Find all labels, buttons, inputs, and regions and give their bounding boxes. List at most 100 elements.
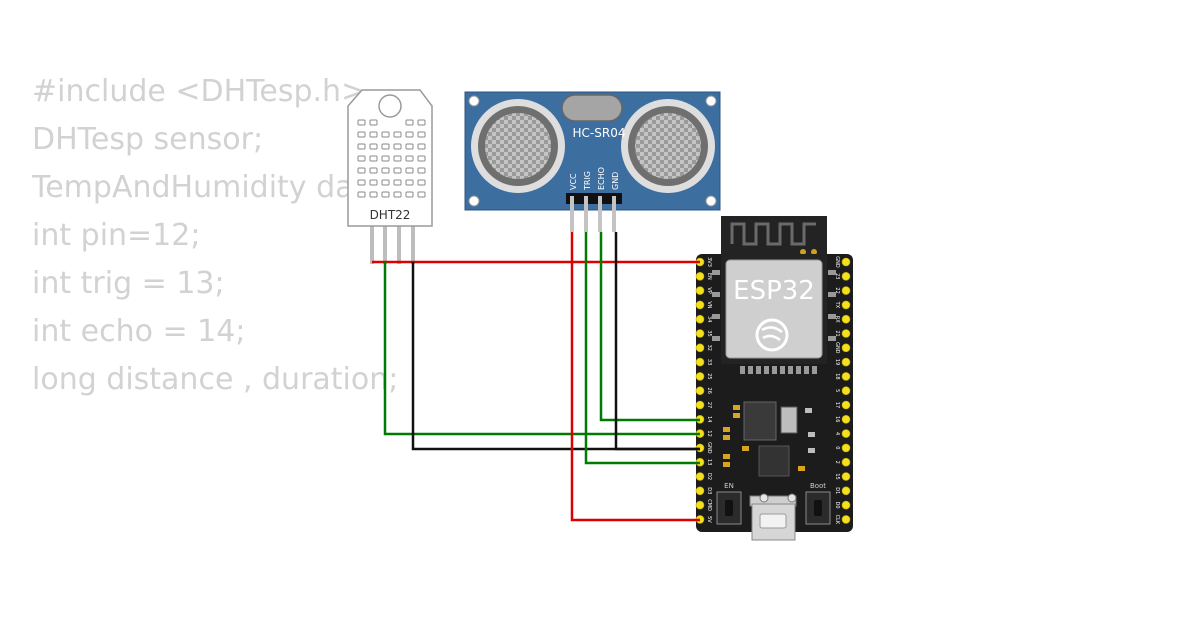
code-line: int pin=12; — [32, 218, 201, 253]
dht22-sensor[interactable]: DHT22 — [347, 89, 433, 264]
espressif-logo-icon — [755, 318, 789, 352]
dht22-mount-hole — [378, 94, 402, 118]
wire-hcsr04-trig[interactable] — [584, 232, 700, 465]
esp32-pin-label: 5V — [706, 516, 712, 523]
esp32-pin[interactable] — [841, 300, 851, 310]
wire-hcsr04-gnd[interactable] — [614, 232, 700, 451]
esp32-pin[interactable] — [841, 314, 851, 324]
esp32-pin[interactable] — [841, 472, 851, 481]
esp32-pin[interactable] — [841, 515, 851, 524]
dht22-vent — [381, 191, 390, 198]
esp32-pin-label: 17 — [834, 402, 840, 408]
esp32-pin[interactable] — [695, 300, 705, 310]
hc-sr04-pin-label: ECHO — [597, 167, 606, 190]
dht22-vent — [369, 179, 378, 186]
dht22-vent — [369, 131, 378, 138]
dht22-vent — [417, 179, 426, 186]
esp32-pin-label: 21 — [834, 330, 840, 336]
esp32-pin[interactable] — [841, 457, 851, 467]
dht22-vent — [405, 191, 414, 198]
esp32-pin[interactable] — [841, 372, 851, 381]
code-line: long distance , duration; — [32, 362, 399, 397]
esp32-pin-label: D3 — [706, 487, 712, 494]
dht22-vent — [369, 191, 378, 198]
wire-dht-gnd[interactable] — [411, 262, 700, 451]
hc-sr04-pin — [584, 196, 588, 232]
esp32-pin[interactable] — [695, 400, 705, 410]
esp32-pin[interactable] — [695, 314, 705, 324]
esp32-pin[interactable] — [841, 286, 851, 295]
hc-sr04-mount-hole — [705, 95, 717, 107]
esp32-pin[interactable] — [695, 486, 705, 496]
esp32-pin[interactable] — [695, 271, 705, 281]
hc-sr04-sensor[interactable]: HC-SR04 VCC TRIG ECHO GND — [464, 91, 721, 232]
wire-dht-data[interactable] — [383, 262, 700, 436]
hc-sr04-pin-label: VCC — [569, 173, 578, 190]
esp32-pin-label: 15 — [834, 473, 840, 479]
esp32-pin[interactable] — [695, 472, 705, 481]
hc-sr04-pin-header — [566, 193, 622, 204]
esp32-pin[interactable] — [695, 343, 705, 353]
esp32-pin[interactable] — [841, 271, 851, 281]
dht22-vent — [393, 131, 402, 138]
esp32-pin-label: RX — [834, 316, 840, 323]
esp32-pin[interactable] — [841, 400, 851, 410]
dht22-label: DHT22 — [370, 208, 411, 222]
dht22-vent — [417, 155, 426, 162]
esp32-pin[interactable] — [841, 500, 851, 510]
wire-hcsr04-echo[interactable] — [599, 232, 700, 422]
code-line: #include <DHTesp.h> — [32, 74, 367, 109]
code-line: int echo = 14; — [32, 314, 246, 349]
esp32-pin-label: 19 — [834, 359, 840, 365]
esp32-pin[interactable] — [841, 429, 851, 438]
dht22-vent — [393, 143, 402, 150]
esp32-pin-label: CMD — [706, 499, 712, 511]
esp32-pin[interactable] — [841, 414, 851, 424]
esp32-pin[interactable] — [695, 386, 705, 396]
esp32-pin-label: 33 — [706, 359, 712, 365]
esp32-pin-label: VP — [706, 287, 712, 293]
dht22-vent — [357, 119, 366, 126]
dht22-vent — [405, 179, 414, 186]
en-button[interactable] — [716, 491, 742, 525]
wire-hcsr04-vcc[interactable] — [570, 232, 700, 522]
esp32-pin-label: 4 — [834, 432, 840, 435]
esp32-pin[interactable] — [695, 372, 705, 381]
esp32-pin-label: TX — [834, 301, 840, 309]
hc-sr04-pin — [570, 196, 574, 232]
dht22-vent — [405, 155, 414, 162]
hc-sr04-mount-hole — [468, 195, 480, 207]
esp32-pin[interactable] — [841, 486, 851, 496]
dht22-vent — [417, 131, 426, 138]
dht22-vent — [381, 143, 390, 150]
usb-uart-chip — [758, 445, 790, 477]
esp32-pin[interactable] — [841, 257, 851, 267]
esp32-pin[interactable] — [695, 286, 705, 295]
dht22-vent — [357, 155, 366, 162]
esp32-pin[interactable] — [841, 443, 851, 453]
esp32-pin[interactable] — [841, 386, 851, 396]
wires — [372, 232, 700, 522]
esp32-pin[interactable] — [695, 329, 705, 338]
dht22-pin — [411, 224, 415, 264]
esp32-pin-label: CLK — [834, 515, 840, 525]
dht22-vent — [381, 167, 390, 174]
esp32-pin-label: 12 — [706, 430, 712, 436]
esp32-pin-label: 34 — [706, 316, 712, 322]
esp32-pin[interactable] — [841, 343, 851, 353]
esp32-pin[interactable] — [841, 357, 851, 367]
esp32-pin[interactable] — [841, 329, 851, 338]
code-line: DHTesp sensor; — [32, 122, 264, 157]
dht22-vent — [369, 119, 378, 126]
en-button-label: EN — [724, 482, 734, 490]
esp32-pin-label: 35 — [706, 330, 712, 336]
esp32-pin[interactable] — [695, 357, 705, 367]
dht22-vent — [369, 155, 378, 162]
micro-usb-port — [751, 503, 796, 541]
esp32-pin[interactable] — [695, 500, 705, 510]
esp32-devkit[interactable]: ESP32 EN Boot — [695, 216, 853, 541]
hc-sr04-pin — [598, 196, 602, 232]
esp32-pin-label: GND — [706, 442, 712, 454]
boot-button-label: Boot — [810, 482, 826, 490]
